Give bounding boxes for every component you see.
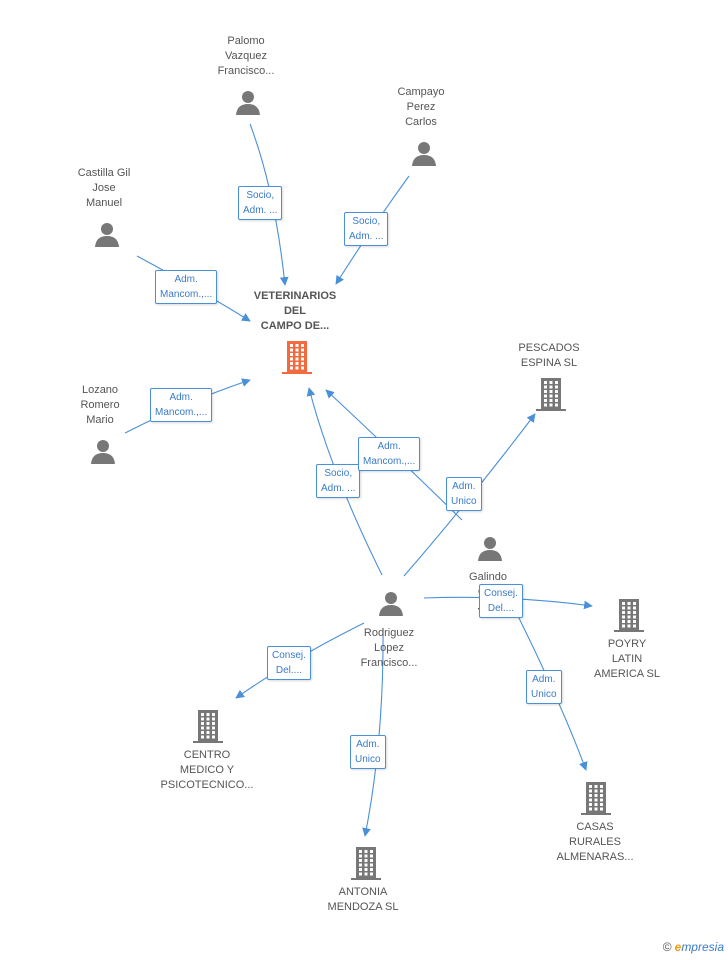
edge-label-rodriguez-to-pescados[interactable]: Adm. Unico bbox=[446, 477, 482, 511]
node-label-rodriguez[interactable]: Rodriguez Lopez Francisco... bbox=[360, 627, 418, 669]
node-label-campayo[interactable]: Campayo Perez Carlos bbox=[397, 86, 445, 128]
node-label-casas[interactable]: CASAS RURALES ALMENARAS... bbox=[556, 821, 634, 863]
brand-name: mpresia bbox=[681, 940, 724, 954]
node-label-poyry[interactable]: POYRY LATIN AMERICA SL bbox=[593, 638, 661, 680]
node-label-veterinarios[interactable]: VETERINARIOS DEL CAMPO DE... bbox=[253, 290, 337, 332]
company-icon-casas[interactable] bbox=[580, 781, 612, 820]
company-icon-veterinarios[interactable] bbox=[281, 340, 313, 379]
person-icon-galindo[interactable] bbox=[476, 534, 504, 567]
person-icon-lozano[interactable] bbox=[89, 437, 117, 470]
person-icon-campayo[interactable] bbox=[410, 139, 438, 172]
edge-label-rodriguez-to-poyry[interactable]: Consej. Del.... bbox=[479, 584, 523, 618]
footer-brand: ©empresia bbox=[663, 940, 724, 954]
company-icon-pescados[interactable] bbox=[535, 377, 567, 416]
person-icon-palomo[interactable] bbox=[234, 88, 262, 121]
edge-label-palomo-to-veterinarios[interactable]: Socio, Adm. ... bbox=[238, 186, 283, 220]
copyright-symbol: © bbox=[662, 940, 672, 954]
node-label-lozano[interactable]: Lozano Romero Mario bbox=[80, 384, 120, 426]
edge-label-campayo-to-veterinarios[interactable]: Socio, Adm. ... bbox=[344, 212, 389, 246]
company-icon-centro[interactable] bbox=[192, 709, 224, 748]
edge-label-galindo-to-casas[interactable]: Adm. Unico bbox=[526, 670, 562, 704]
node-label-centro[interactable]: CENTRO MEDICO Y PSICOTECNICO... bbox=[160, 749, 254, 791]
person-icon-castilla[interactable] bbox=[93, 220, 121, 253]
node-label-pescados[interactable]: PESCADOS ESPINA SL bbox=[518, 342, 580, 369]
person-icon-rodriguez[interactable] bbox=[377, 589, 405, 622]
edge-label-rodriguez-to-antonia[interactable]: Adm. Unico bbox=[350, 735, 386, 769]
company-icon-poyry[interactable] bbox=[613, 598, 645, 637]
node-label-palomo[interactable]: Palomo Vazquez Francisco... bbox=[217, 35, 275, 77]
company-icon-antonia[interactable] bbox=[350, 846, 382, 885]
edge-label-rodriguez-to-veterinarios[interactable]: Socio, Adm. ... bbox=[316, 464, 361, 498]
edge-label-lozano-to-veterinarios[interactable]: Adm. Mancom.,... bbox=[150, 388, 213, 422]
edge-label-rodriguez-to-centro[interactable]: Consej. Del.... bbox=[267, 646, 311, 680]
edge-label-castilla-to-veterinarios[interactable]: Adm. Mancom.,... bbox=[155, 270, 218, 304]
node-label-castilla[interactable]: Castilla Gil Jose Manuel bbox=[77, 167, 131, 209]
edge-label-galindo-to-veterinarios[interactable]: Adm. Mancom.,... bbox=[358, 437, 421, 471]
node-label-antonia[interactable]: ANTONIA MENDOZA SL bbox=[327, 886, 399, 913]
brand-e: e bbox=[674, 940, 682, 954]
